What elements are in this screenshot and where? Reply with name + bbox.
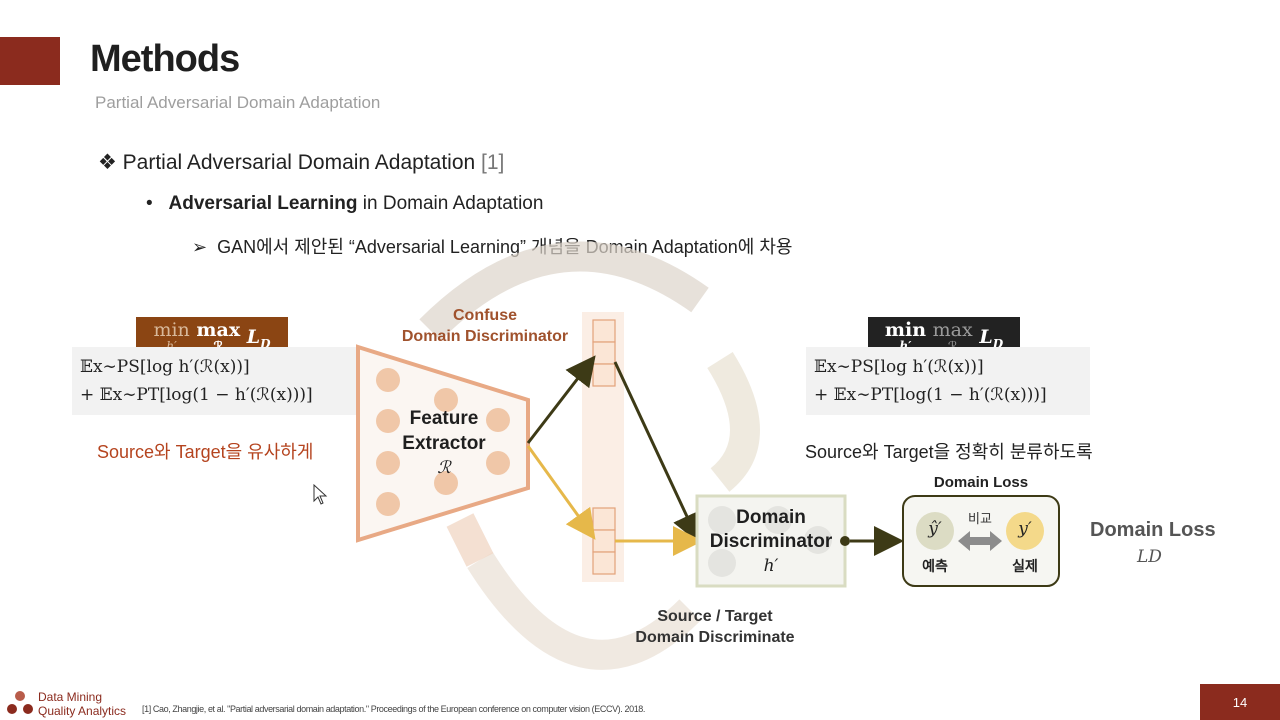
cycle-arrow-top [419,241,709,341]
arrow-extractor-to-top [526,355,596,444]
arrow-extractor-to-bottom [526,445,596,540]
left-formula-line2: + 𝔼x∼PT[log(1 − h′(ℛ(x)))] [80,385,313,405]
title-accent-bar [0,37,60,85]
pred-label: 예측 [922,558,948,574]
left-objective-loss: LD [246,325,271,351]
discriminate-label: Source / Target Domain Discriminate [635,608,795,646]
true-circle [1006,512,1044,550]
footer-logo-text: Data Mining Quality Analytics [38,690,127,718]
arrow-top-to-discriminator [613,361,701,544]
arrow-bullet-icon: ➢ [192,237,218,257]
cycle-arrow-right [707,352,760,492]
right-note: Source와 Target을 정확히 분류하도록 [805,442,1093,462]
dmqa-logo-icon [7,691,33,714]
left-formula-line1: 𝔼x∼PS[log h′(ℛ(x))] [80,357,250,377]
diamond-bullet-icon: ❖ [98,151,117,174]
true-label: 실제 [1012,558,1038,574]
right-formula-line1: 𝔼x∼PS[log h′(ℛ(x))] [814,357,984,377]
right-formula: 𝔼x∼PS[log h′(ℛ(x))] + 𝔼x∼PT[log(1 − h′(ℛ… [806,347,1090,415]
discriminator-symbol: h′ [763,556,779,576]
discriminator-label: Domain Discriminator h′ [697,506,845,578]
dot-bullet-icon: • [146,193,169,214]
bullet-level1-ref: [1] [481,151,505,174]
page-number: 14 [1200,684,1280,720]
left-objective-max: max ℛ [196,319,241,354]
pred-symbol: ŷ′ [928,519,942,539]
bullet-level1-text: Partial Adversarial Domain Adaptation [122,151,476,174]
left-note: Source와 Target을 유사하게 [97,442,314,462]
bullet-level2-bold: Adversarial Learning [168,193,358,214]
loss-box-title: Domain Loss [933,474,1029,491]
side-loss-symbol: LD [1137,547,1162,567]
discriminator-nodes [708,506,832,577]
footer-reference: [1] Cao, Zhangjie, et al. "Partial adver… [142,704,646,714]
mouse-cursor-icon [313,484,328,505]
discriminator-output-dot [840,536,850,546]
feature-extractor-shape [356,344,530,543]
pred-circle [916,512,954,550]
feature-extractor-label: Feature Extractor ℛ [392,406,496,481]
true-symbol: y′ [1018,519,1032,539]
bullet-level3: ➢ GAN에서 제안된 “Adversarial Learning” 개념을 D… [192,233,792,259]
side-loss-label: Domain Loss [1090,519,1216,541]
feature-extractor-symbol: ℛ [437,458,451,478]
bullet-level1: ❖ Partial Adversarial Domain Adaptation … [98,150,504,175]
page-title: Methods [90,38,240,80]
right-objective-loss: LD [979,325,1004,351]
bullet-level2-rest: in Domain Adaptation [357,193,544,214]
cycle-arrow-bottom [467,552,701,670]
bullet-level3-text: GAN에서 제안된 “Adversarial Learning” 개념을 Dom… [217,237,793,257]
right-objective-min: min h′ [884,319,927,354]
compare-label: 비교 [968,511,992,526]
compare-double-arrow [958,531,1002,551]
right-objective-max: max ℛ [932,319,973,354]
cycle-arrow-left [446,513,494,567]
feature-extractor-nodes [376,368,510,516]
left-formula: 𝔼x∼PS[log h′(ℛ(x))] + 𝔼x∼PT[log(1 − h′(ℛ… [72,347,356,415]
right-formula-line2: + 𝔼x∼PT[log(1 − h′(ℛ(x)))] [814,385,1047,405]
feature-cells-top [592,319,616,387]
bullet-level2: • Adversarial Learning in Domain Adaptat… [146,193,543,215]
feature-cells-bottom [592,507,616,575]
left-objective-min: min h′ [153,319,190,354]
confuse-label: Confuse Domain Discriminator [401,307,569,345]
page-subtitle: Partial Adversarial Domain Adaptation [95,93,381,112]
